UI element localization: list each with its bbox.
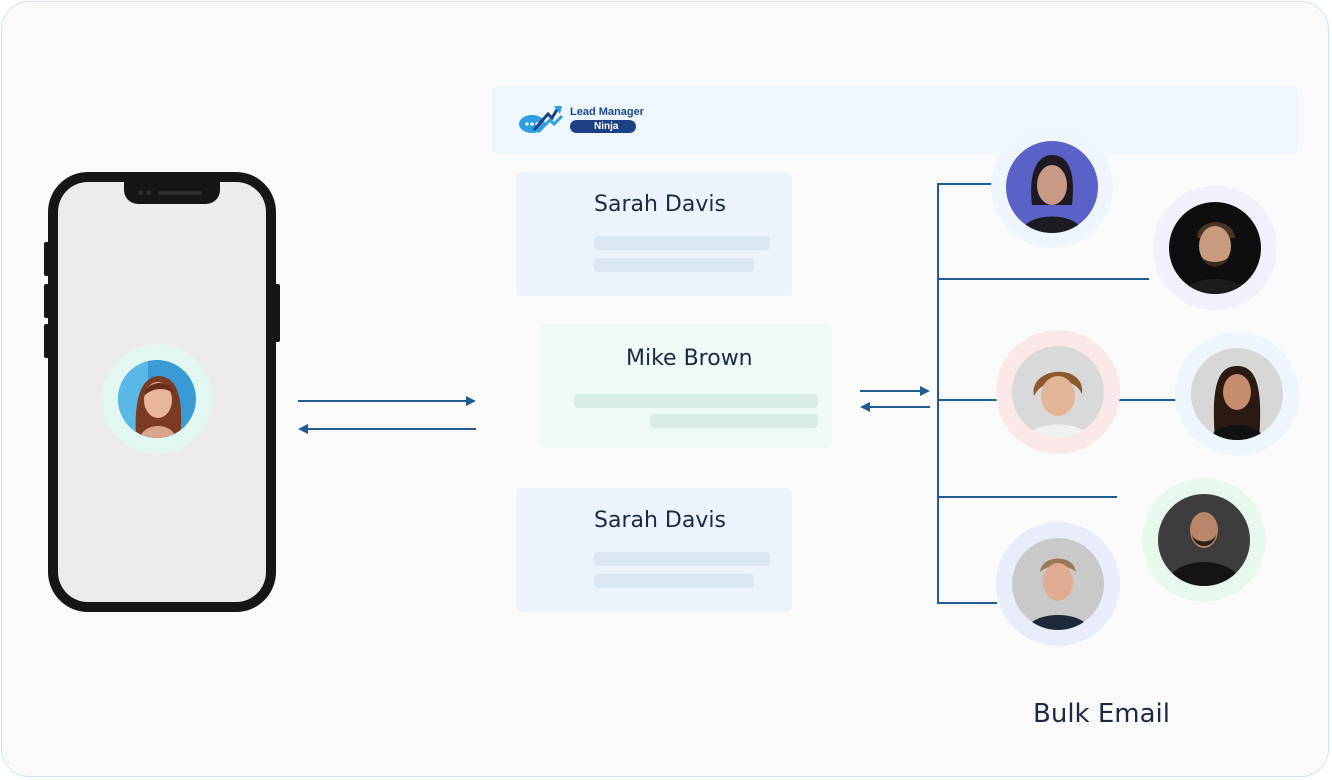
contact-card-active: Mike Brown <box>540 324 832 448</box>
recipient-avatar <box>1012 538 1104 630</box>
connector-branch <box>937 399 997 401</box>
phone-power-button <box>275 284 280 342</box>
recipient-avatar <box>1006 141 1098 233</box>
contact-card: Sarah Davis <box>516 172 792 296</box>
connector-branch <box>937 602 997 604</box>
diagram-caption: Bulk Email <box>1033 699 1170 729</box>
avatar-photo-icon <box>1012 346 1104 438</box>
contact-card: Sarah Davis <box>516 488 792 612</box>
phone-side-button <box>44 242 49 276</box>
brand-logo: Lead Manager Ninja <box>518 104 644 134</box>
brand-name-badge: Ninja <box>570 119 637 133</box>
brand-banner: Lead Manager Ninja <box>492 86 1298 154</box>
avatar-photo-icon <box>1191 348 1283 440</box>
contact-name: Mike Brown <box>626 346 753 371</box>
placeholder-line <box>650 414 818 428</box>
connector-trunk <box>937 183 939 604</box>
arrow-right-icon <box>298 396 476 406</box>
contact-name: Sarah Davis <box>594 508 726 533</box>
recipient-avatar <box>1012 346 1104 438</box>
arrow-left-icon <box>298 424 476 434</box>
recipient-avatar-ring <box>1175 332 1299 456</box>
avatar-photo-icon <box>1169 202 1261 294</box>
connector-branch <box>937 496 1117 498</box>
placeholder-line <box>574 394 818 408</box>
recipient-avatar <box>1169 202 1261 294</box>
connector-branch <box>937 183 1001 185</box>
avatar-photo-icon <box>1158 494 1250 586</box>
sync-arrows-small <box>860 386 930 412</box>
logo-icon <box>519 106 564 134</box>
arrow-right-icon <box>860 386 930 396</box>
recipient-avatar-ring <box>991 126 1113 248</box>
arrow-left-icon <box>860 402 930 412</box>
recipient-avatar <box>1191 348 1283 440</box>
contact-name: Sarah Davis <box>594 192 726 217</box>
phone-mockup <box>44 172 280 612</box>
phone-screen <box>58 182 266 602</box>
placeholder-line <box>594 552 770 566</box>
recipient-avatar <box>1158 494 1250 586</box>
brand-name: Lead Manager <box>570 105 644 118</box>
placeholder-line <box>594 258 754 272</box>
phone-side-button <box>44 284 49 318</box>
sync-arrows <box>298 396 476 434</box>
recipient-avatar-ring <box>1153 186 1277 310</box>
phone-notch <box>124 182 220 204</box>
recipient-avatar-ring <box>1142 478 1266 602</box>
avatar-photo-icon <box>118 360 196 438</box>
avatar-photo-icon <box>1012 538 1104 630</box>
caller-avatar-ring <box>102 344 212 454</box>
caller-avatar <box>118 360 196 438</box>
recipient-avatar-ring <box>996 522 1120 646</box>
connector-branch <box>1119 399 1189 401</box>
placeholder-line <box>594 236 770 250</box>
connector-branch <box>937 278 1149 280</box>
avatar-photo-icon <box>1006 141 1098 233</box>
placeholder-line <box>594 574 754 588</box>
recipient-avatar-ring <box>996 330 1120 454</box>
phone-side-button <box>44 324 49 358</box>
